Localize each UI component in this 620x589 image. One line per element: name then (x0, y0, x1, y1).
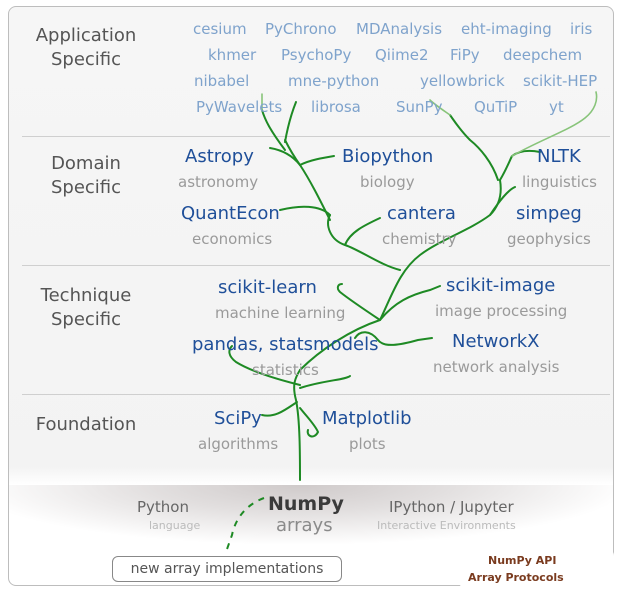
pkg-scipy: SciPy (214, 408, 262, 429)
app-package-khmer: khmer (208, 46, 257, 64)
pkg-quantecon: QuantEcon (181, 203, 280, 224)
pkg-scikit-learn-area: machine learning (215, 304, 346, 322)
base-ipython-area: Interactive Environments (377, 519, 516, 532)
row-separator (22, 136, 610, 137)
app-package-yt: yt (549, 98, 564, 116)
pkg-networkx: NetworkX (452, 331, 540, 352)
pkg-nltk: NLTK (537, 146, 581, 167)
app-package-cesium: cesium (193, 20, 247, 38)
pkg-simpeg-area: geophysics (507, 230, 591, 248)
pkg-pandas-area: statistics (252, 361, 319, 379)
pkg-scipy-area: algorithms (198, 435, 279, 453)
legend-protocols-label: Array Protocols (468, 571, 564, 584)
app-package-mne-python: mne-python (288, 72, 380, 90)
pkg-matplotlib: Matplotlib (322, 408, 412, 429)
legend: NumPy API Array Protocols (458, 548, 614, 588)
app-package-pychrono: PyChrono (265, 20, 337, 38)
pkg-biopython: Biopython (342, 146, 434, 167)
pkg-cantera: cantera (387, 203, 456, 224)
row-title-application: Application Specific (35, 25, 137, 70)
legend-api-label: NumPy API (488, 554, 557, 567)
diagram-frame (8, 6, 614, 586)
base-ipython: IPython / Jupyter (389, 498, 514, 516)
app-package-deepchem: deepchem (503, 46, 583, 64)
app-package-fipy: FiPy (450, 46, 480, 64)
base-python-area: language (149, 519, 201, 532)
pkg-matplotlib-area: plots (349, 435, 386, 453)
base-numpy-area: arrays (276, 515, 333, 536)
app-package-yellowbrick: yellowbrick (420, 72, 505, 90)
pkg-networkx-area: network analysis (433, 358, 560, 376)
row-separator (22, 394, 610, 395)
pkg-scikit-image-area: image processing (435, 302, 568, 320)
pkg-scikit-learn: scikit-learn (218, 277, 317, 298)
app-package-mdanalysis: MDAnalysis (356, 20, 443, 38)
app-branches (261, 91, 598, 157)
app-package-nibabel: nibabel (194, 72, 250, 90)
app-package-qiime2: Qiime2 (375, 46, 429, 64)
pkg-cantera-area: chemistry (382, 230, 457, 248)
row-title-domain: Domain Specific (50, 153, 122, 198)
row-title-foundation: Foundation (35, 414, 137, 435)
base-numpy: NumPy (268, 493, 344, 515)
app-package-iris: iris (570, 20, 593, 38)
pkg-biopython-area: biology (360, 173, 415, 191)
pkg-simpeg: simpeg (516, 203, 582, 224)
row-title-technique: Technique Specific (40, 285, 132, 330)
app-package-qutip: QuTiP (474, 98, 518, 116)
pkg-astropy-area: astronomy (178, 173, 259, 191)
pkg-astropy: Astropy (185, 146, 254, 167)
new-array-implementations: new array implementations (112, 556, 342, 582)
app-package-psychopy: PsychoPy (281, 46, 352, 64)
row-separator (22, 265, 610, 266)
app-package-scikit-hep: scikit-HEP (523, 72, 598, 90)
app-package-sunpy: SunPy (396, 98, 443, 116)
app-package-pywavelets: PyWavelets (196, 98, 283, 116)
array-protocols-link (225, 497, 265, 553)
pkg-quantecon-area: economics (192, 230, 273, 248)
pkg-scikit-image: scikit-image (446, 275, 556, 296)
base-python: Python (137, 498, 189, 516)
app-package-eht-imaging: eht-imaging (461, 20, 552, 38)
pkg-nltk-area: linguistics (522, 173, 597, 191)
pkg-pandas-statsmodels: pandas, statsmodels (192, 334, 379, 355)
app-package-librosa: librosa (311, 98, 361, 116)
numpy-api-branches (228, 101, 541, 481)
